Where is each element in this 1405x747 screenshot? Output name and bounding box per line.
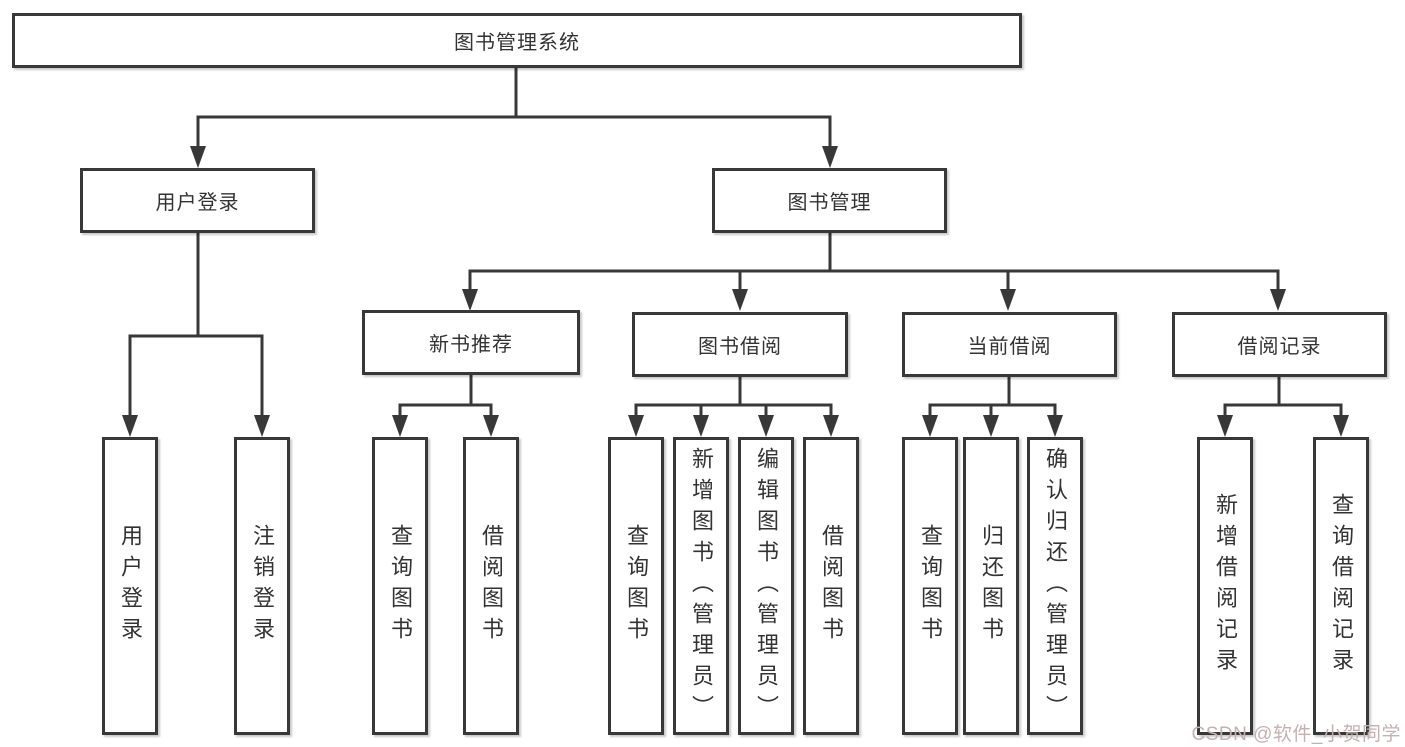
leaf-borrow-add-books-admin: 新增图书（管理员） (673, 437, 729, 735)
leaf-records-query-record: 查询借阅记录 (1313, 437, 1369, 735)
leaf-borrow-borrow-books: 借阅图书 (803, 437, 859, 735)
leaf-newrec-query-books: 查询图书 (372, 437, 428, 735)
leaf-current-return-books: 归还图书 (963, 437, 1019, 735)
leaf-current-query-books: 查询图书 (902, 437, 958, 735)
leaf-records-add-record: 新增借阅记录 (1197, 437, 1253, 735)
node-book-borrowing: 图书借阅 (632, 312, 848, 377)
leaf-borrow-edit-books-admin: 编辑图书（管理员） (738, 437, 794, 735)
node-book-management: 图书管理 (712, 168, 947, 233)
node-current-borrowing: 当前借阅 (902, 312, 1117, 377)
node-borrowing-records: 借阅记录 (1172, 312, 1387, 377)
node-new-book-recommend: 新书推荐 (362, 310, 580, 375)
leaf-logout: 注销登录 (234, 437, 290, 735)
watermark-text: CSDN @软件_小贺同学 (1191, 724, 1401, 745)
node-root: 图书管理系统 (12, 13, 1022, 68)
leaf-user-login: 用户登录 (102, 437, 158, 735)
leaf-borrow-query-books: 查询图书 (608, 437, 664, 735)
leaf-newrec-borrow-books: 借阅图书 (463, 437, 519, 735)
node-user-login: 用户登录 (80, 168, 315, 233)
leaf-current-confirm-return-admin: 确认归还（管理员） (1027, 437, 1083, 735)
